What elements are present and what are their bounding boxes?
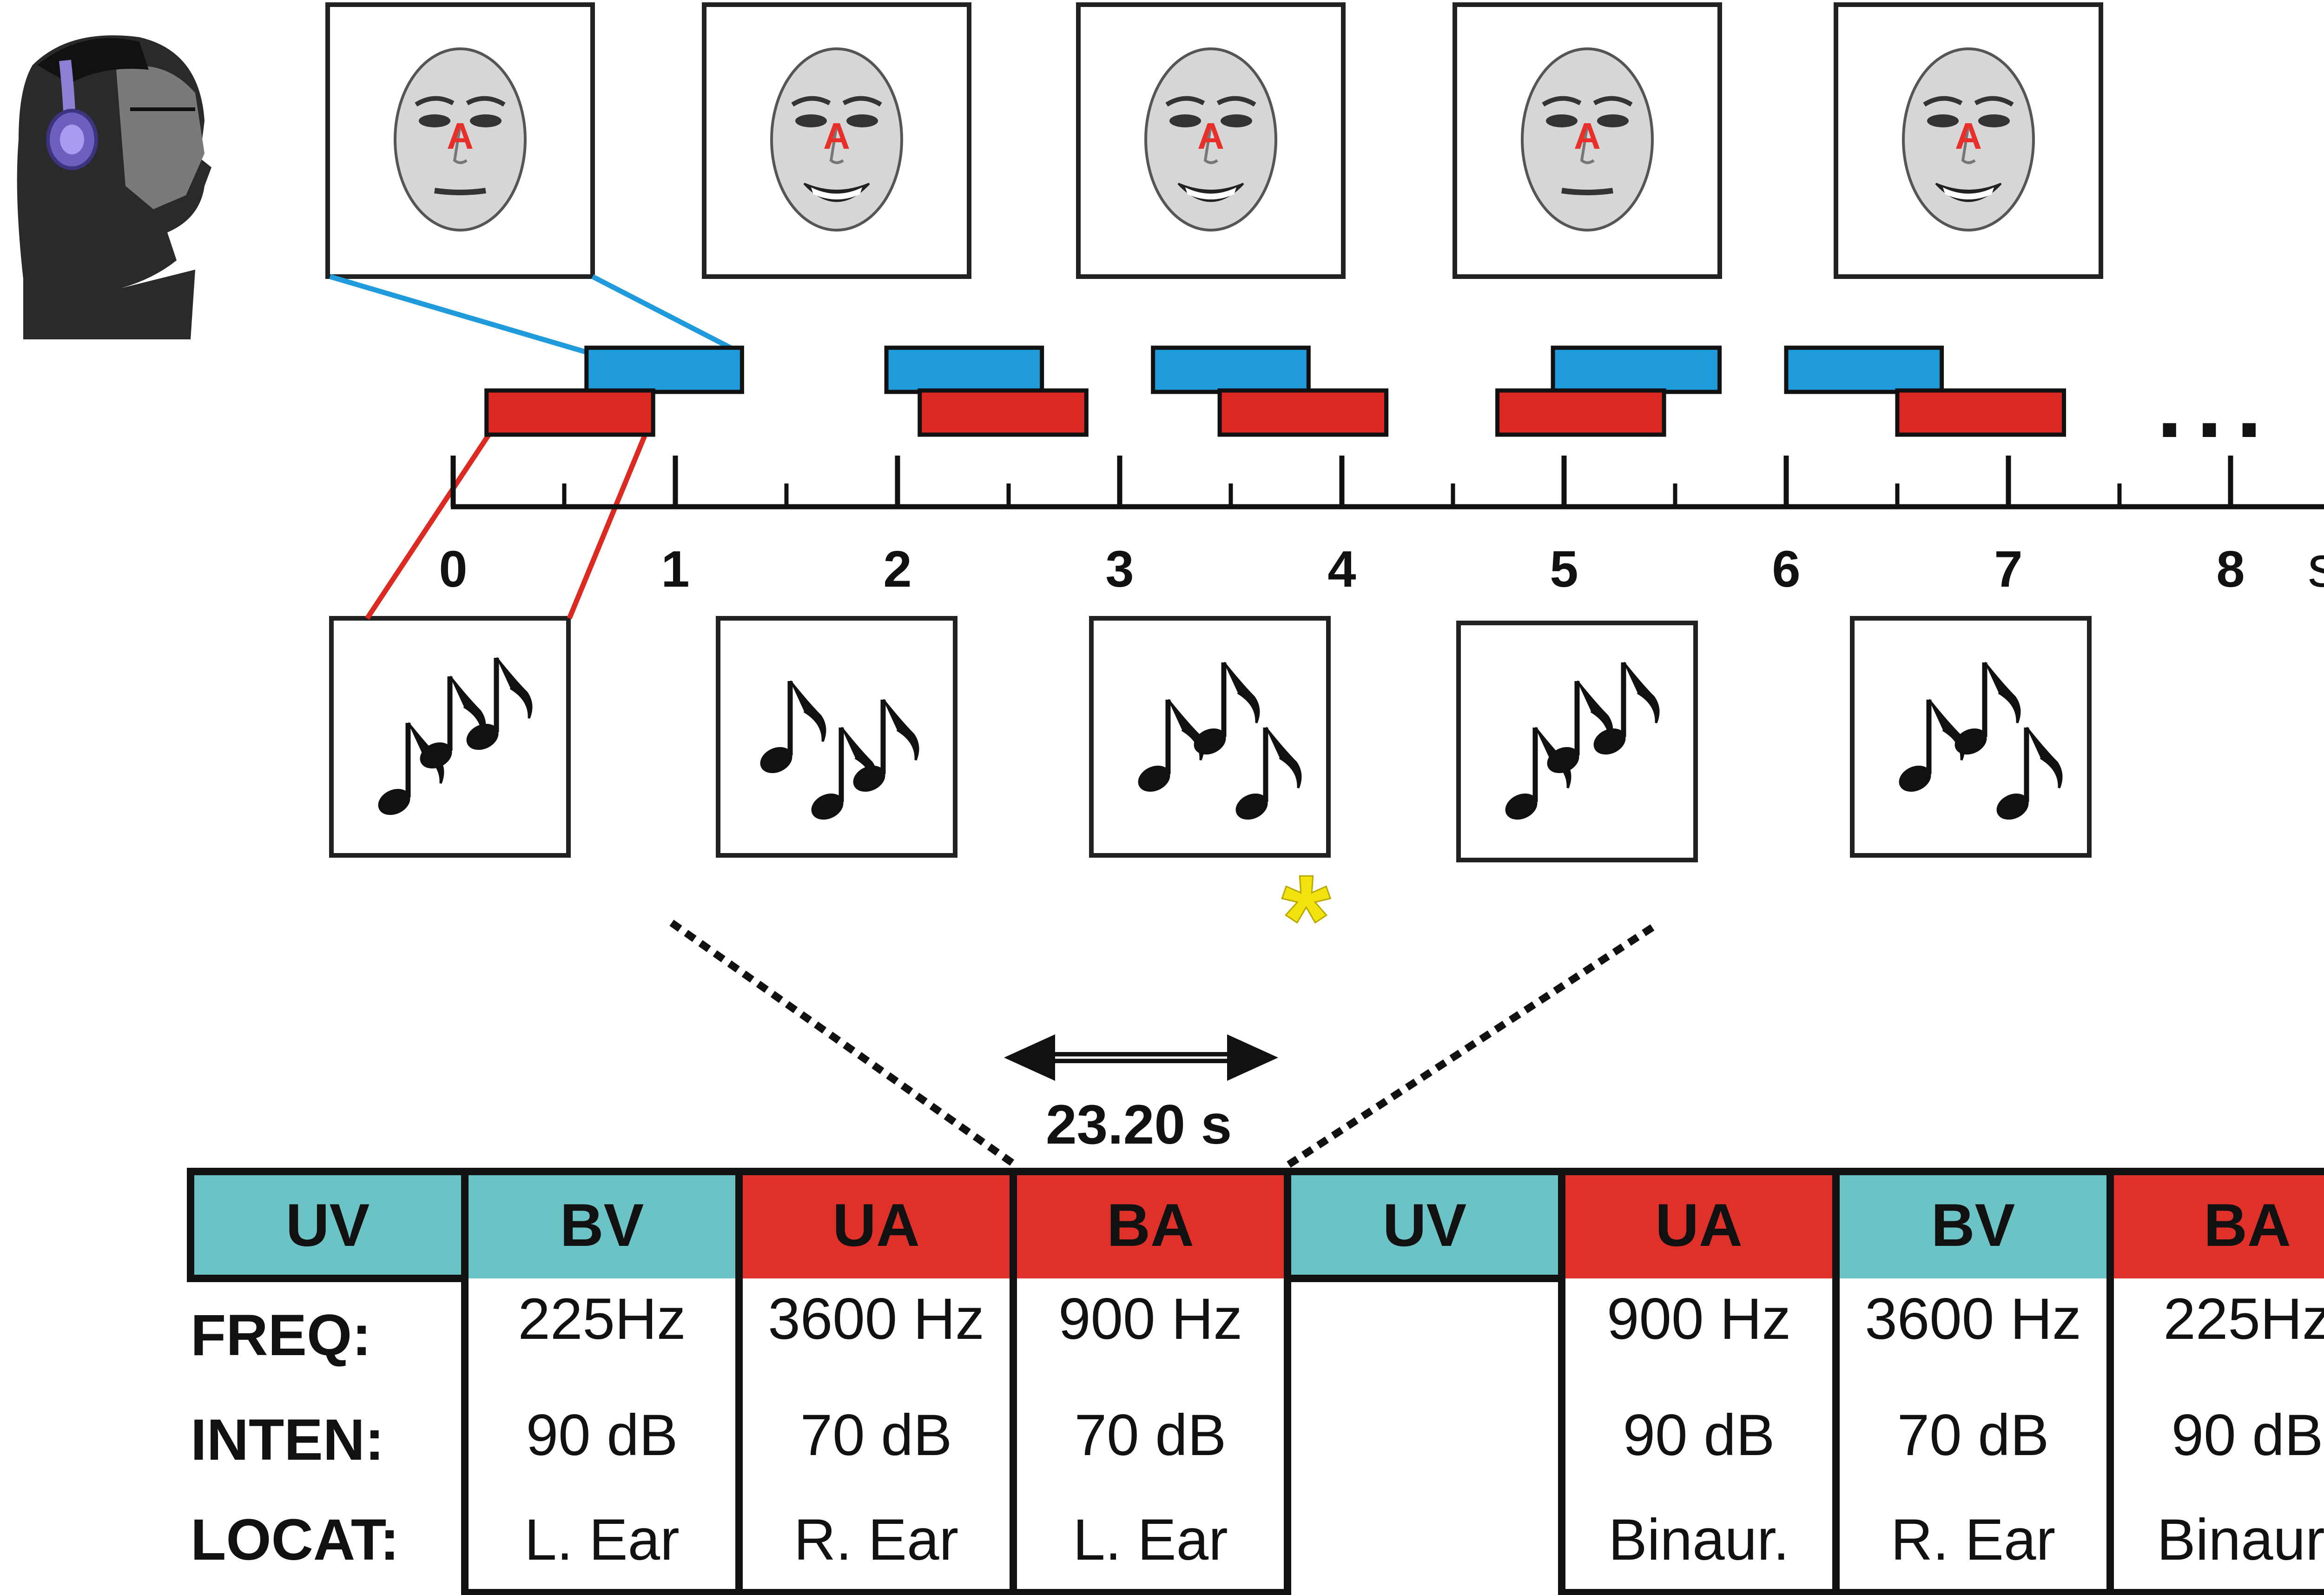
block-location: Binaur. (1608, 1508, 1789, 1572)
tone-stimulus (716, 616, 957, 858)
tone-stimulus (1089, 616, 1331, 858)
visual-event-bar (884, 345, 1044, 394)
face-neutral-icon (395, 49, 525, 230)
block-sequence: UV BV 225Hz 90 dB L. Ear UA 3600 Hz 70 dB R. Ear… (187, 1168, 2324, 1595)
block-header (2110, 1171, 2324, 1278)
audio-event-bar (1895, 388, 2066, 437)
block-intensity: 70 dB (1897, 1403, 2049, 1468)
fixation-letter: A (823, 115, 850, 157)
block-intensity: 90 dB (526, 1403, 678, 1468)
block-frequency: 900 Hz (1607, 1287, 1791, 1351)
face-smile-icon (1903, 49, 2034, 230)
block-location: R. Ear (1891, 1508, 2055, 1572)
audio-event-bar (918, 388, 1089, 437)
row-label-locat: LOCAT: (191, 1508, 399, 1572)
block-intensity: 70 dB (1075, 1403, 1227, 1468)
block-ba: BA 225Hz 90 dB Binaur. (2106, 1168, 2324, 1595)
face-stimulus: A (325, 2, 595, 279)
audio-event-bar (1495, 388, 1666, 437)
fixation-letter: A (1574, 115, 1601, 157)
block-intensity: 70 dB (800, 1403, 952, 1468)
block-header (191, 1171, 465, 1278)
block-ua: UA 3600 Hz 70 dB R. Ear (735, 1168, 1017, 1595)
block-header (1836, 1171, 2110, 1278)
face-smile-icon (772, 49, 902, 230)
face-stimulus: A (702, 2, 971, 279)
block-code: UV (1383, 1191, 1467, 1259)
block-intensity: 90 dB (1623, 1403, 1775, 1468)
block-zoom-line-left (669, 920, 1020, 1170)
audio-zoom-line-left (365, 430, 493, 620)
tone-stimulus (329, 616, 571, 858)
face-stimulus: A (1076, 2, 1346, 279)
block-duration-label: 23.20 s (1046, 1093, 1232, 1156)
block-bv: BV 3600 Hz 70 dB R. Ear (1832, 1168, 2114, 1595)
block-code: BA (1107, 1191, 1194, 1259)
axis-unit: sec (2308, 535, 2324, 599)
block-header (739, 1171, 1013, 1278)
block-code: UA (1655, 1191, 1743, 1259)
block-location: Binaur. (2157, 1508, 2324, 1572)
axis-tick-label: 5 (1550, 541, 1578, 598)
block-header (1562, 1171, 1836, 1278)
face-smile-icon (1146, 49, 1276, 230)
target-star-icon: * (1281, 849, 1330, 989)
timeline-ellipsis: ... (2157, 353, 2276, 457)
tone-stimulus (1850, 616, 2092, 858)
face-stimulus: A (1452, 2, 1722, 279)
block-uv: UV (187, 1168, 469, 1282)
visual-event-bar (1151, 345, 1311, 394)
axis-tick-label: 4 (1327, 541, 1356, 598)
axis-tick-label: 0 (439, 541, 467, 598)
timeline-axis: 0 1 2 3 4 5 6 7 8 (439, 345, 2324, 598)
block-header (1013, 1171, 1287, 1278)
block-frequency: 225Hz (2163, 1287, 2324, 1351)
face-stimulus: A (1834, 2, 2103, 279)
fixation-letter: A (447, 115, 474, 157)
audio-event-bar (484, 388, 655, 437)
block-frequency: 3600 Hz (1865, 1287, 2081, 1351)
block-header (1287, 1171, 1562, 1278)
row-label-inten: INTEN: (191, 1408, 384, 1472)
duration-arrow-icon (1004, 1034, 1278, 1081)
block-code: UA (832, 1191, 920, 1259)
face-neutral-icon (1522, 49, 1652, 230)
axis-tick-label: 2 (883, 541, 911, 598)
block-intensity: 90 dB (2172, 1403, 2324, 1468)
block-code: UV (286, 1191, 370, 1259)
visual-event-bar (1551, 345, 1722, 394)
axis-tick-label: 7 (1994, 541, 2022, 598)
visual-event-bar (1784, 345, 1944, 394)
axis-tick-label: 8 (2216, 541, 2245, 598)
fixation-letter: A (1955, 115, 1982, 157)
block-frequency: 225Hz (518, 1287, 686, 1351)
block-code: BA (2204, 1191, 2291, 1259)
axis-tick-label: 3 (1105, 541, 1134, 598)
axis-tick-label: 1 (661, 541, 689, 598)
block-location: L. Ear (1073, 1508, 1228, 1572)
block-code: BV (1931, 1191, 2015, 1259)
visual-event-bar (584, 345, 744, 394)
block-frequency: 3600 Hz (768, 1287, 984, 1351)
block-zoom-line-right (1283, 924, 1655, 1170)
visual-zoom-line-left (329, 274, 591, 356)
tone-stimulus (1456, 621, 1698, 862)
participant-head-icon (17, 35, 212, 339)
audio-zoom-line-right (567, 431, 649, 620)
block-location: R. Ear (794, 1508, 958, 1572)
block-bv: BV 225Hz 90 dB L. Ear (461, 1168, 743, 1595)
block-frequency: 900 Hz (1058, 1287, 1242, 1351)
row-label-freq: FREQ: (191, 1303, 371, 1368)
block-ba: BA 900 Hz 70 dB L. Ear (1010, 1168, 1291, 1595)
block-code: BV (560, 1191, 644, 1259)
fixation-letter: A (1197, 115, 1224, 157)
block-ua: UA 900 Hz 90 dB Binaur. (1558, 1168, 1840, 1595)
axis-tick-label: 6 (1772, 541, 1800, 598)
audio-event-bar (1217, 388, 1389, 437)
block-header (465, 1171, 739, 1278)
block-location: L. Ear (524, 1508, 680, 1572)
block-uv: UV (1284, 1168, 1565, 1282)
visual-zoom-line-right (591, 274, 743, 356)
